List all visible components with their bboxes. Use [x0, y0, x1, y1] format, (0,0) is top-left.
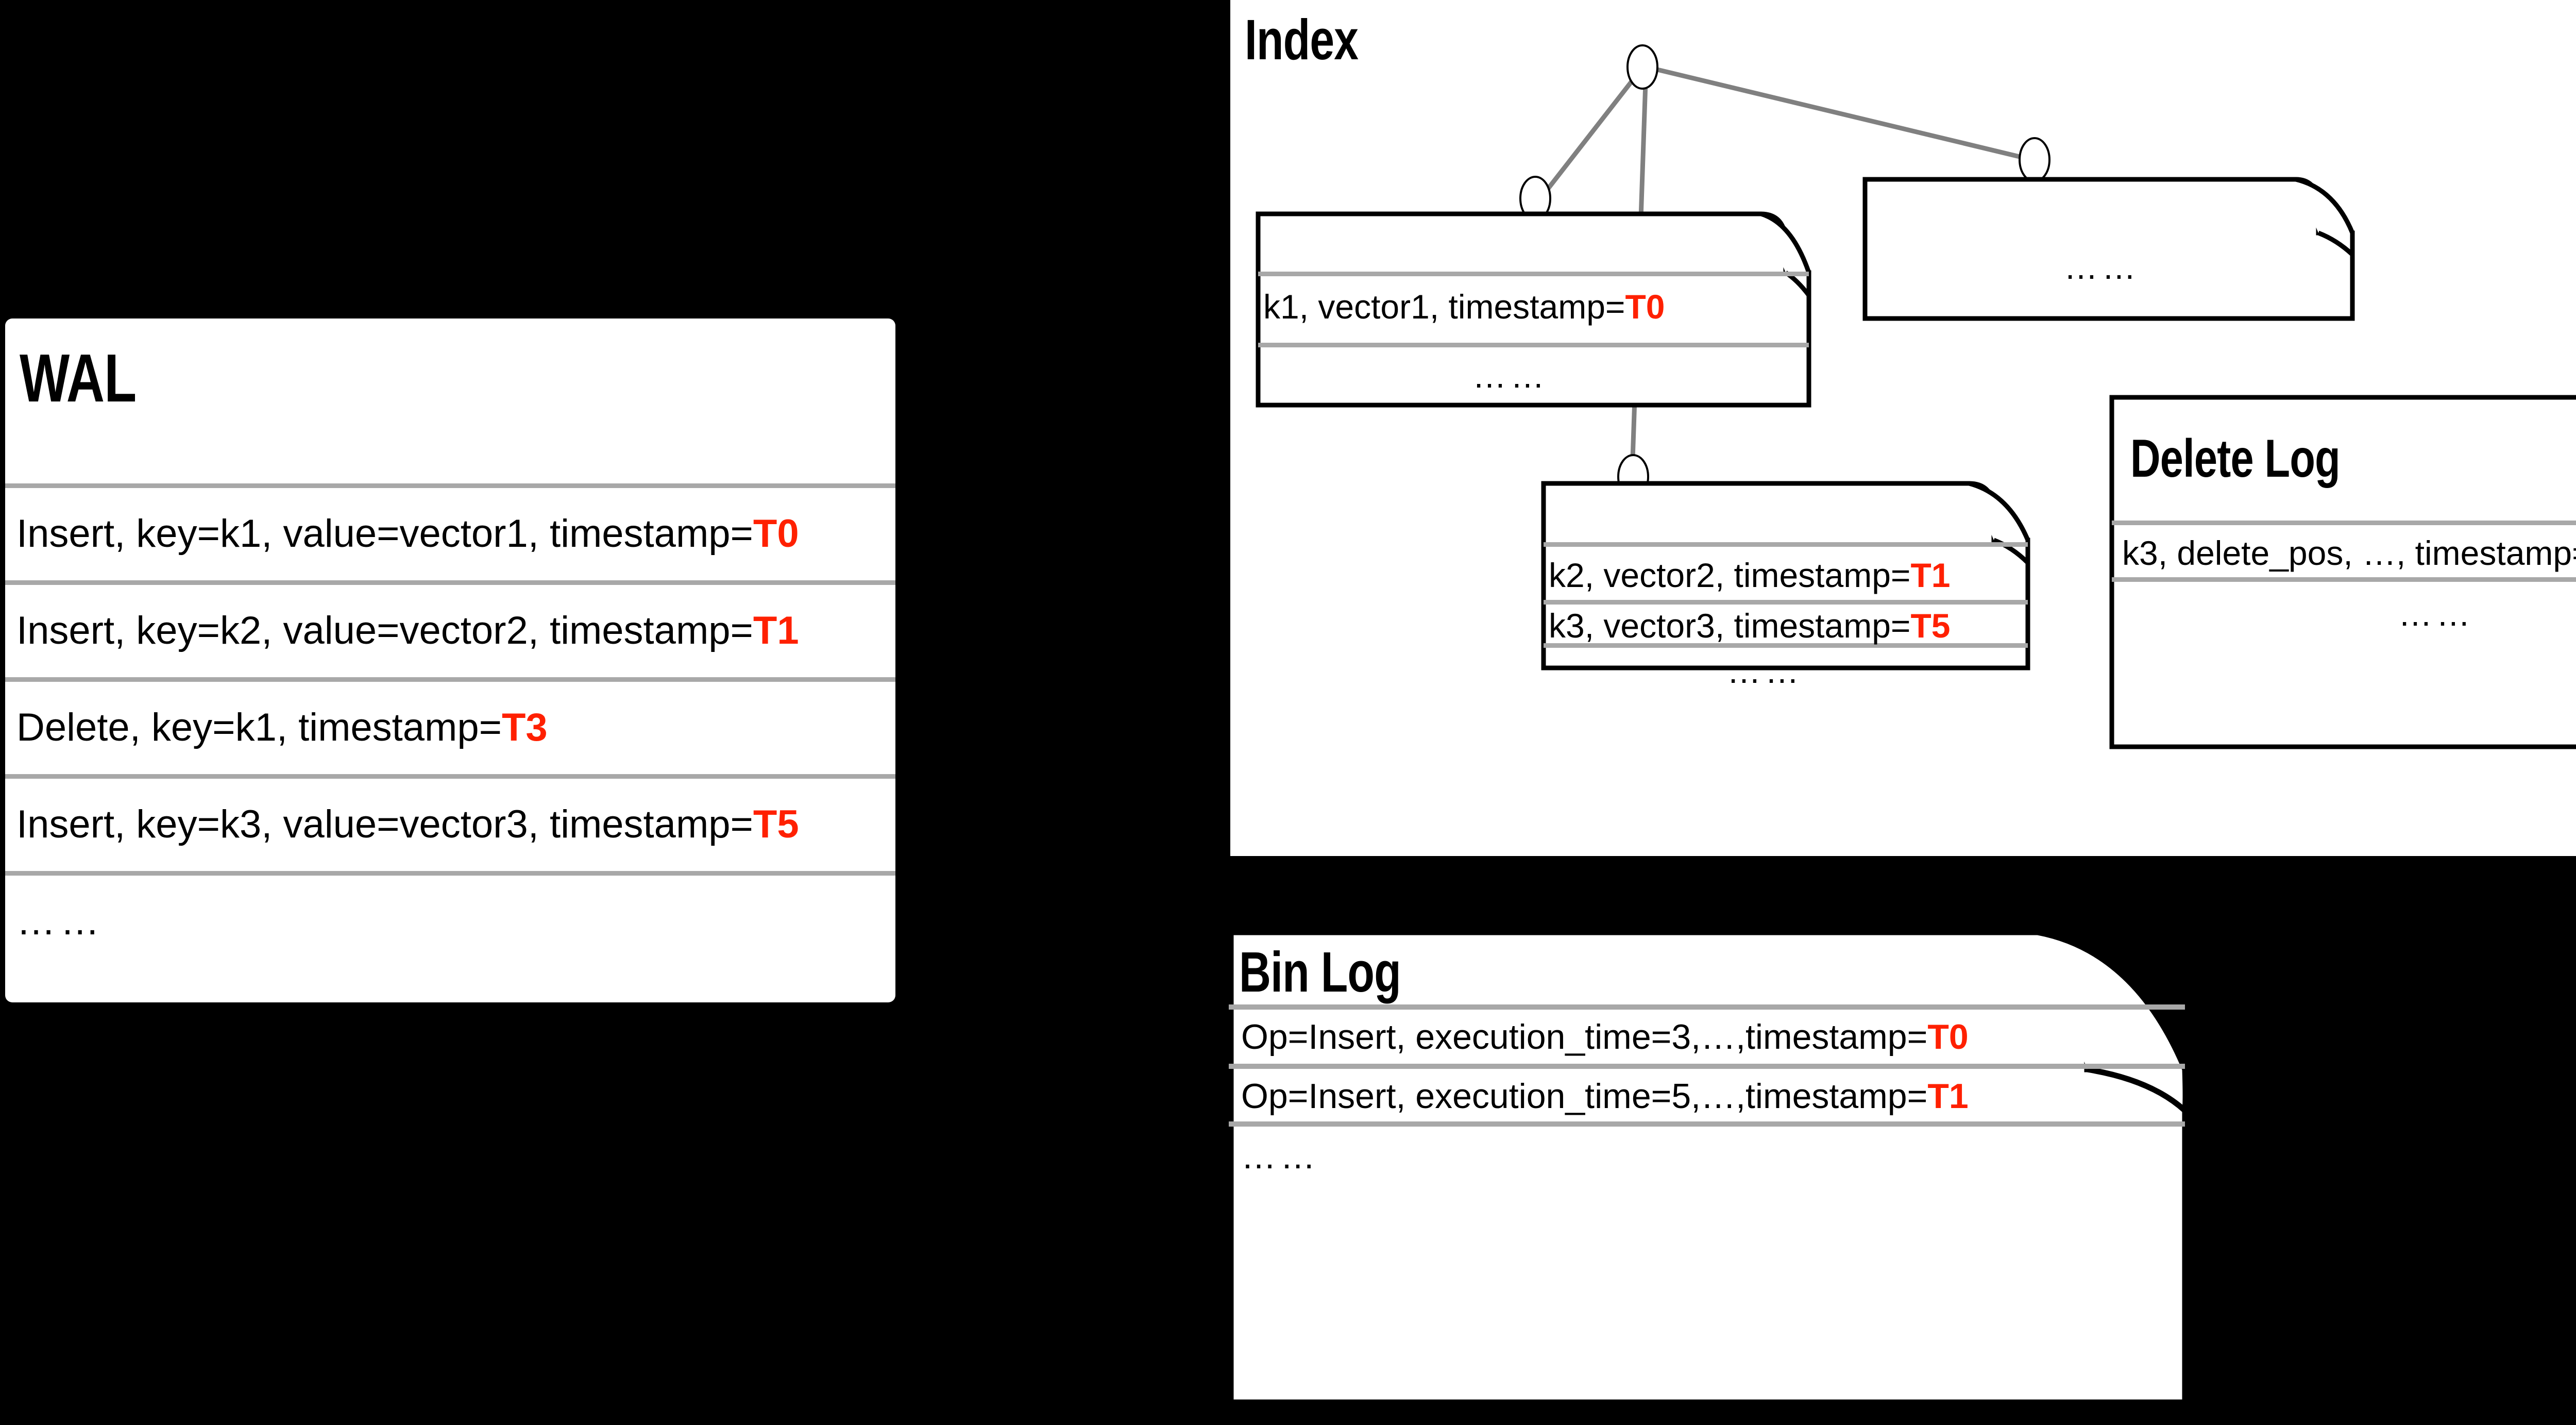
leaf-k2k3-separator: [1544, 600, 2028, 605]
wal-row-timestamp: T0: [753, 512, 799, 556]
delete-log-separator: [2112, 577, 2576, 582]
leaf-k2k3-row: k2, vector2, timestamp=T1: [1549, 556, 1950, 595]
bin-log-separator: [1229, 1004, 2185, 1010]
wal-separator: [5, 871, 895, 876]
wal-row-text: Insert, key=k2, value=vector2, timestamp…: [16, 609, 753, 652]
leaf-k1-row: k1, vector1, timestamp=T0: [1263, 287, 1665, 326]
delete-log-row-ellipsis: ……: [2398, 595, 2475, 633]
leaf-k2k3-row-ellipsis: ……: [1727, 652, 1803, 690]
delete-log-separator: [2112, 521, 2576, 525]
wal-row: Insert, key=k2, value=vector2, timestamp…: [16, 608, 799, 653]
leaf-k1-row-text: k1, vector1, timestamp=: [1263, 288, 1625, 326]
delete-log-row: k3, delete_pos, …, timestamp=T3: [2122, 533, 2576, 573]
wal-row-text: Delete, key=k1, timestamp=: [16, 706, 502, 749]
leaf-k2k3-separator: [1544, 643, 2028, 648]
bin-log-title: Bin Log: [1239, 941, 1401, 1004]
wal-separator: [5, 774, 895, 779]
root-node-icon: [1626, 44, 1658, 90]
wal-row: Insert, key=k1, value=vector1, timestamp…: [16, 511, 799, 556]
bin-log-row: Op=Insert, execution_time=3,…,timestamp=…: [1241, 1017, 1969, 1057]
bin-log-row-text: Op=Insert, execution_time=5,…,timestamp=: [1241, 1077, 1928, 1116]
wal-row-text: Insert, key=k3, value=vector3, timestamp…: [16, 802, 753, 846]
wal-row-timestamp: T1: [753, 609, 799, 652]
bin-log-separator: [1229, 1064, 2185, 1069]
leaf-right-row-ellipsis: ……: [2064, 248, 2140, 286]
bin-log-row-text: Op=Insert, execution_time=3,…,timestamp=: [1241, 1017, 1928, 1057]
bin-log-row-timestamp: T1: [1927, 1077, 1969, 1116]
bin-log-panel: Bin Log Op=Insert, execution_time=3,…,ti…: [1228, 929, 2222, 1405]
leaf-k2k3-row-text: k3, vector3, timestamp=: [1549, 607, 1911, 645]
wal-separator: [5, 483, 895, 488]
delete-log-row-text: k3, delete_pos, …, timestamp=: [2122, 534, 2576, 572]
wal-separator: [5, 677, 895, 682]
leaf-k2k3-row-timestamp: T1: [1910, 556, 1951, 594]
leaf-k1-row-ellipsis: ……: [1472, 357, 1549, 395]
wal-row-timestamp: T5: [753, 802, 799, 846]
leaf-right-shape: [1862, 177, 2355, 321]
wal-row: Delete, key=k1, timestamp=T3: [16, 705, 548, 750]
delete-log-shape: [2109, 395, 2576, 749]
index-leaf-k2k3: k2, vector2, timestamp=T1 k3, vector3, t…: [1541, 479, 2031, 690]
index-leaf-right: ……: [1862, 175, 2358, 321]
leaf-k1-separator: [1258, 343, 1809, 347]
leaf-k1-row-timestamp: T0: [1625, 288, 1665, 326]
bin-log-row-ellipsis: ……: [1241, 1137, 1320, 1176]
leaf-k2k3-separator: [1544, 542, 2028, 547]
tree-edge-root-left: [1538, 66, 1645, 200]
leaf-k2k3-row: k3, vector3, timestamp=T5: [1549, 606, 1950, 645]
leaf-k2k3-row-timestamp: T5: [1910, 607, 1951, 645]
wal-row-timestamp: T3: [501, 706, 548, 749]
bin-log-row-timestamp: T0: [1927, 1017, 1969, 1057]
wal-row: Insert, key=k3, value=vector3, timestamp…: [16, 802, 799, 847]
index-title: Index: [1245, 8, 1359, 72]
wal-separator: [5, 580, 895, 585]
leaf-k2k3-row-text: k2, vector2, timestamp=: [1549, 556, 1911, 594]
index-leaf-k1: k1, vector1, timestamp=T0 ……: [1256, 209, 1811, 408]
leaf-k1-separator: [1258, 272, 1809, 276]
delete-log-document: Delete Log k3, delete_pos, …, timestamp=…: [2109, 393, 2576, 749]
bin-log-separator: [1229, 1121, 2185, 1127]
wal-row-text: Insert, key=k1, value=vector1, timestamp…: [16, 512, 753, 556]
delete-log-title: Delete Log: [2130, 429, 2341, 489]
bin-log-row: Op=Insert, execution_time=5,…,timestamp=…: [1241, 1076, 1969, 1116]
tree-edge-root-right: [1648, 65, 2033, 162]
wal-row-ellipsis: ……: [16, 899, 105, 943]
wal-panel: WAL Insert, key=k1, value=vector1, times…: [5, 318, 895, 1002]
wal-title: WAL: [20, 340, 137, 416]
index-panel: Index k1, vector1, timestamp=T0 ……: [1230, 0, 2576, 856]
